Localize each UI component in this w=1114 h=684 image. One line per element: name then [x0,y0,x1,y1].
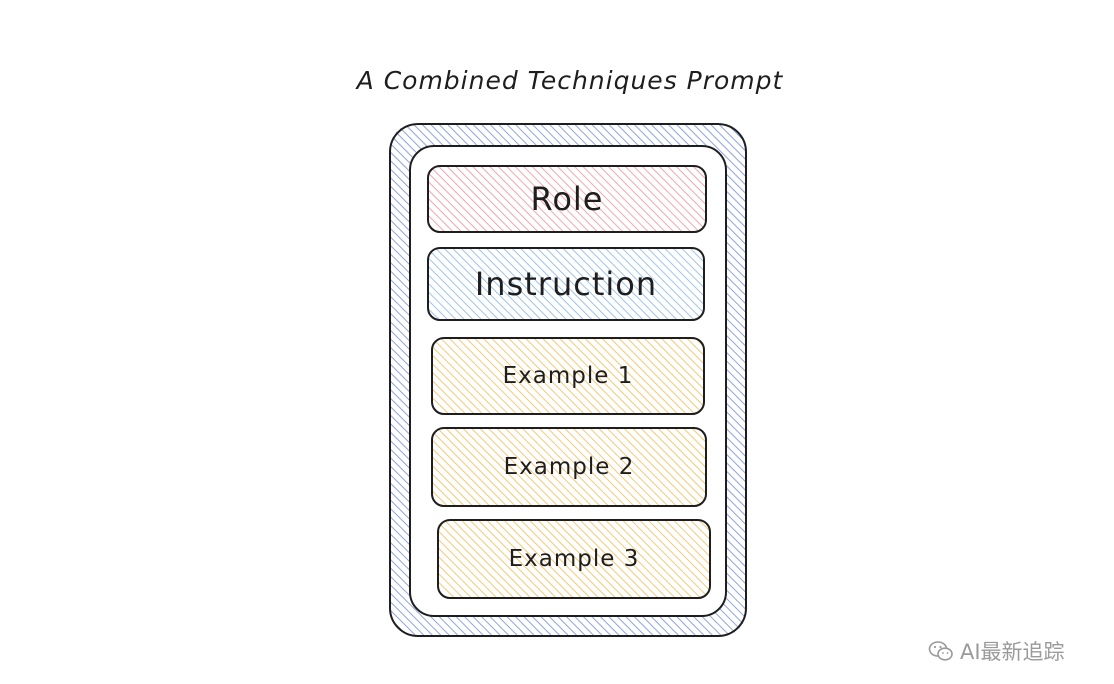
diagram-title: A Combined Techniques Prompt [356,66,784,95]
wechat-logo-icon [928,641,953,661]
example-2-label: Example 2 [503,454,635,480]
example-3-label: Example 3 [508,546,640,572]
watermark: AI最新追踪 [928,636,1065,666]
example-1-label: Example 1 [502,363,634,389]
block-role [427,165,707,233]
block-example-3 [437,519,711,599]
block-instruction [427,247,705,321]
block-example-1 [431,337,705,415]
role-label: Role [530,180,604,218]
watermark-text: AI最新追踪 [960,640,1065,664]
instruction-label: Instruction [474,265,658,303]
container-frame [389,123,747,637]
block-example-2 [431,427,707,507]
